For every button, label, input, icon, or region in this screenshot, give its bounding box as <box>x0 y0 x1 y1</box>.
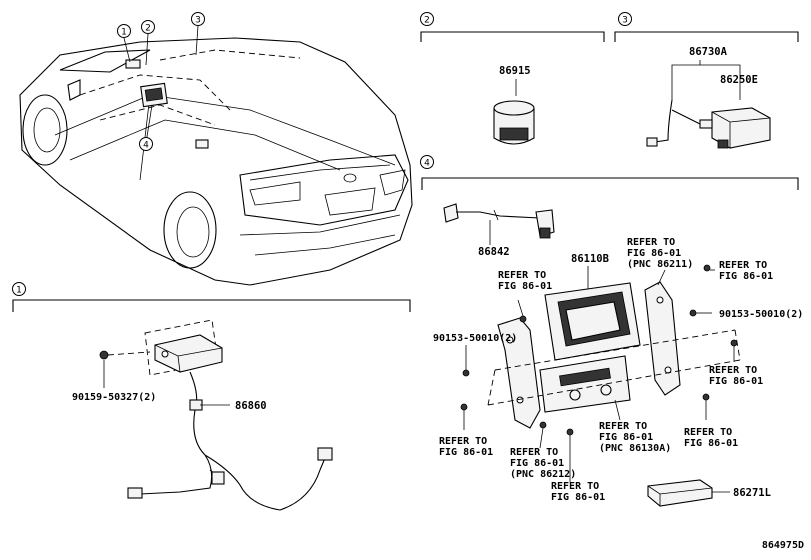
svg-text:FIG 86-01: FIG 86-01 <box>627 248 681 259</box>
svg-text:REFER TO: REFER TO <box>599 421 647 432</box>
callout-4-car: 4 <box>139 137 153 151</box>
ref-right-low: REFER TO FIG 86-01 <box>684 427 738 449</box>
svg-text:REFER TO: REFER TO <box>498 270 546 281</box>
svg-text:FIG 86-01: FIG 86-01 <box>719 271 773 282</box>
svg-text:FIG 86-01: FIG 86-01 <box>709 376 763 387</box>
ref-center-low: REFER TO FIG 86-01 (PNC 86130A) <box>599 421 671 454</box>
section-4-leaders <box>463 269 735 482</box>
callout-3-car: 3 <box>191 12 205 26</box>
svg-text:REFER TO: REFER TO <box>709 365 757 376</box>
part-86110B-label: 86110B <box>571 253 609 265</box>
part-86860-label: 86860 <box>235 400 267 412</box>
svg-text:FIG 86-01: FIG 86-01 <box>498 281 552 292</box>
svg-text:FIG 86-01: FIG 86-01 <box>510 458 564 469</box>
part-86915-icon <box>493 100 535 145</box>
part-86250E-label: 86250E <box>720 74 758 86</box>
ref-right-mid: REFER TO FIG 86-01 <box>709 365 763 387</box>
svg-text:REFER TO: REFER TO <box>551 481 599 492</box>
ref-left-low: REFER TO FIG 86-01 <box>439 436 493 458</box>
ref-top-center: REFER TO FIG 86-01 (PNC 86211) <box>627 237 693 270</box>
part-86271L-module-icon <box>647 479 713 507</box>
svg-text:(PNC 86212): (PNC 86212) <box>510 469 576 480</box>
svg-text:(PNC 86130A): (PNC 86130A) <box>599 443 671 454</box>
svg-text:1: 1 <box>121 28 127 38</box>
part-86110B-display-unit <box>539 282 641 413</box>
svg-text:REFER TO: REFER TO <box>439 436 487 447</box>
car-illustration <box>19 25 413 286</box>
part-86842-label: 86842 <box>478 246 510 258</box>
svg-text:4: 4 <box>143 141 149 151</box>
svg-text:2: 2 <box>424 16 430 26</box>
bolt-90159-label: 90159-50327(2) <box>72 392 156 403</box>
ref-bottom-center: REFER TO FIG 86-01 (PNC 86212) <box>510 447 576 480</box>
left-mounting-bracket <box>497 317 541 429</box>
section-4-bracket: 4 <box>420 155 799 190</box>
ref-left-upper: REFER TO FIG 86-01 <box>498 270 552 292</box>
part-86271L-label: 86271L <box>733 487 771 499</box>
svg-text:2: 2 <box>145 24 151 34</box>
svg-text:FIG 86-01: FIG 86-01 <box>439 447 493 458</box>
part-86842-wire-icon <box>443 203 555 239</box>
ref-bottom: REFER TO FIG 86-01 <box>551 481 605 503</box>
figure-code: 864975D <box>762 540 804 551</box>
svg-text:FIG 86-01: FIG 86-01 <box>684 438 738 449</box>
svg-text:3: 3 <box>195 16 201 26</box>
svg-text:(PNC 86211): (PNC 86211) <box>627 259 693 270</box>
screw-icons <box>460 264 738 436</box>
bolt-90153-left-label: 90153-50010(2) <box>433 333 517 344</box>
svg-text:1: 1 <box>16 286 22 296</box>
part-86730A-label: 86730A <box>689 46 728 58</box>
part-86730A-wire-icon <box>646 99 713 147</box>
svg-text:REFER TO: REFER TO <box>684 427 732 438</box>
ref-top-right: REFER TO FIG 86-01 <box>719 260 773 282</box>
right-mounting-bracket <box>644 281 681 396</box>
callout-1-car: 1 <box>117 24 131 38</box>
bolt-90159-icon <box>99 350 151 360</box>
svg-text:FIG 86-01: FIG 86-01 <box>551 492 605 503</box>
part-86860-module-icon <box>144 319 223 376</box>
part-86250E-module-icon <box>711 107 771 149</box>
svg-text:REFER TO: REFER TO <box>510 447 558 458</box>
svg-text:FIG 86-01: FIG 86-01 <box>599 432 653 443</box>
svg-text:3: 3 <box>622 16 628 26</box>
callout-2-car: 2 <box>141 20 155 34</box>
section-3-bracket: 3 <box>614 12 799 42</box>
svg-text:REFER TO: REFER TO <box>627 237 675 248</box>
svg-text:REFER TO: REFER TO <box>719 260 767 271</box>
bolt-90153-right-label: 90153-50010(2) <box>719 309 803 320</box>
part-86915-label: 86915 <box>499 65 531 77</box>
section-1-bracket: 1 <box>12 282 411 312</box>
part-86860-harness-icon <box>127 371 333 511</box>
svg-text:4: 4 <box>424 159 430 169</box>
section-2-bracket: 2 <box>420 12 605 42</box>
